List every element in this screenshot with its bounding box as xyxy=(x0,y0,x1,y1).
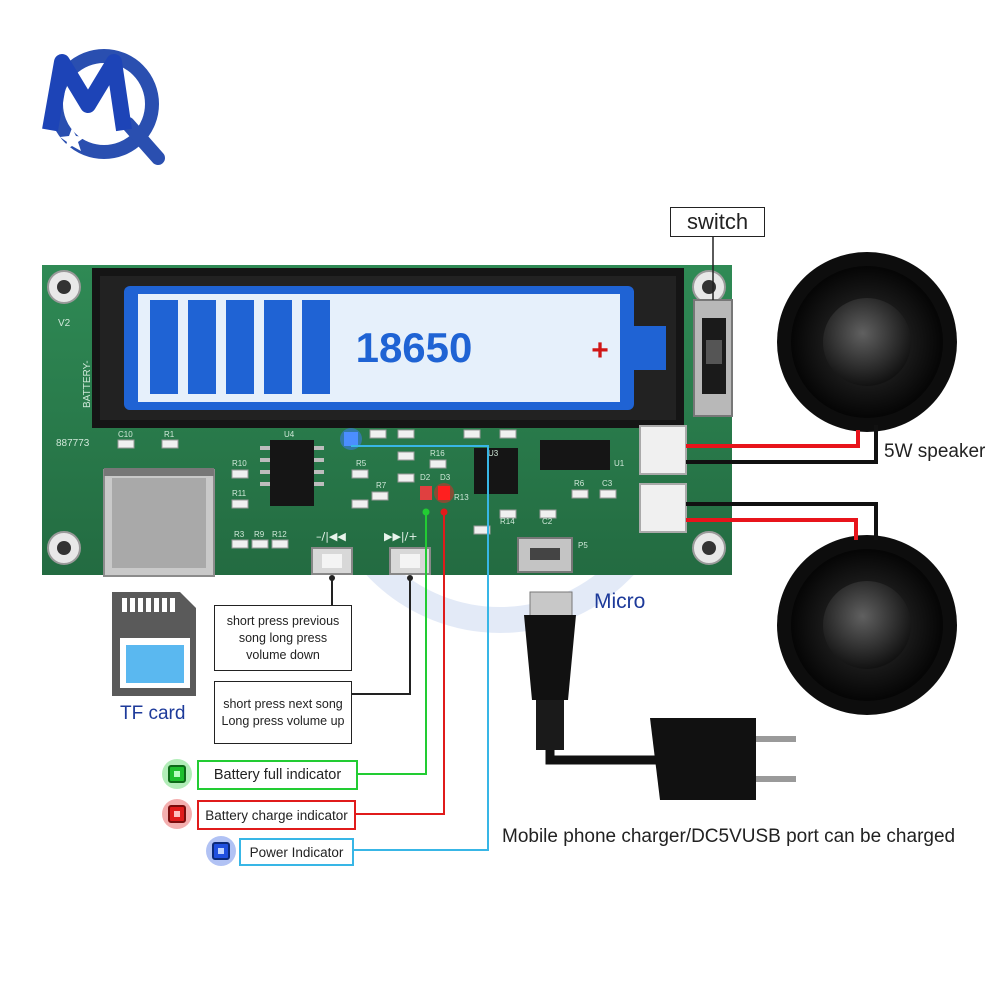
silk-r7: R7 xyxy=(376,481,387,490)
switch-label: switch xyxy=(670,207,765,237)
silk-r3: R3 xyxy=(234,530,245,539)
silk-c10: C10 xyxy=(118,430,133,439)
silk-r14: R14 xyxy=(500,517,515,526)
silk-battery: BATTERY- xyxy=(82,360,93,408)
led-red-icon xyxy=(162,799,192,829)
prev-button-callout: short press previous song long press vol… xyxy=(214,605,352,671)
silk-r11: R11 xyxy=(232,489,247,498)
board-led-green xyxy=(420,486,432,500)
silk-r10: R10 xyxy=(232,459,247,468)
silk-r6: R6 xyxy=(574,479,585,488)
silk-version: V2 xyxy=(58,318,71,329)
silk-u3: U3 xyxy=(488,449,499,458)
speaker-top-icon xyxy=(777,252,957,432)
battery-plus-sign: + xyxy=(591,334,609,367)
silk-p5: P5 xyxy=(578,541,588,550)
silk-code: 887773 xyxy=(56,438,90,449)
silk-r12: R12 xyxy=(272,530,287,539)
silk-r9: R9 xyxy=(254,530,265,539)
silk-d2: D2 xyxy=(420,473,431,482)
silk-u4: U4 xyxy=(284,430,295,439)
battery-label: 18650 xyxy=(356,324,473,371)
wall-charger-icon xyxy=(650,718,796,800)
next-button-callout: short press next song Long press volume … xyxy=(214,681,352,744)
silk-r13: R13 xyxy=(454,493,469,502)
battery-charge-callout: Battery charge indicator xyxy=(197,800,356,830)
led-green-icon xyxy=(162,759,192,789)
board-led-red xyxy=(438,486,450,500)
speaker-label: 5W speaker xyxy=(884,441,986,463)
power-indicator-callout: Power Indicator xyxy=(239,838,354,866)
tf-card-label: TF card xyxy=(120,703,186,724)
led-blue-icon xyxy=(206,836,236,866)
silk-r1: R1 xyxy=(164,430,175,439)
silk-r16: R16 xyxy=(430,449,445,458)
usb-plug-icon xyxy=(524,591,665,765)
battery-full-callout: Battery full indicator xyxy=(197,760,358,790)
silk-c2: C2 xyxy=(542,517,553,526)
pcb-board: 18650 + V2 BATTERY- 887773 xyxy=(42,265,733,577)
speaker-bottom-icon xyxy=(777,535,957,715)
micro-label: Micro xyxy=(594,590,646,613)
silk-d3: D3 xyxy=(440,473,451,482)
mq-logo-icon xyxy=(42,49,165,165)
silk-next: ▶▶|/+ xyxy=(384,530,418,543)
charger-label: Mobile phone charger/DC5VUSB port can be… xyxy=(502,826,956,847)
silk-prev: –/|◀◀ xyxy=(316,530,346,543)
silk-r5: R5 xyxy=(356,459,367,468)
silk-c3: C3 xyxy=(602,479,613,488)
silk-u1: U1 xyxy=(614,459,625,468)
sd-card-icon xyxy=(112,592,196,696)
